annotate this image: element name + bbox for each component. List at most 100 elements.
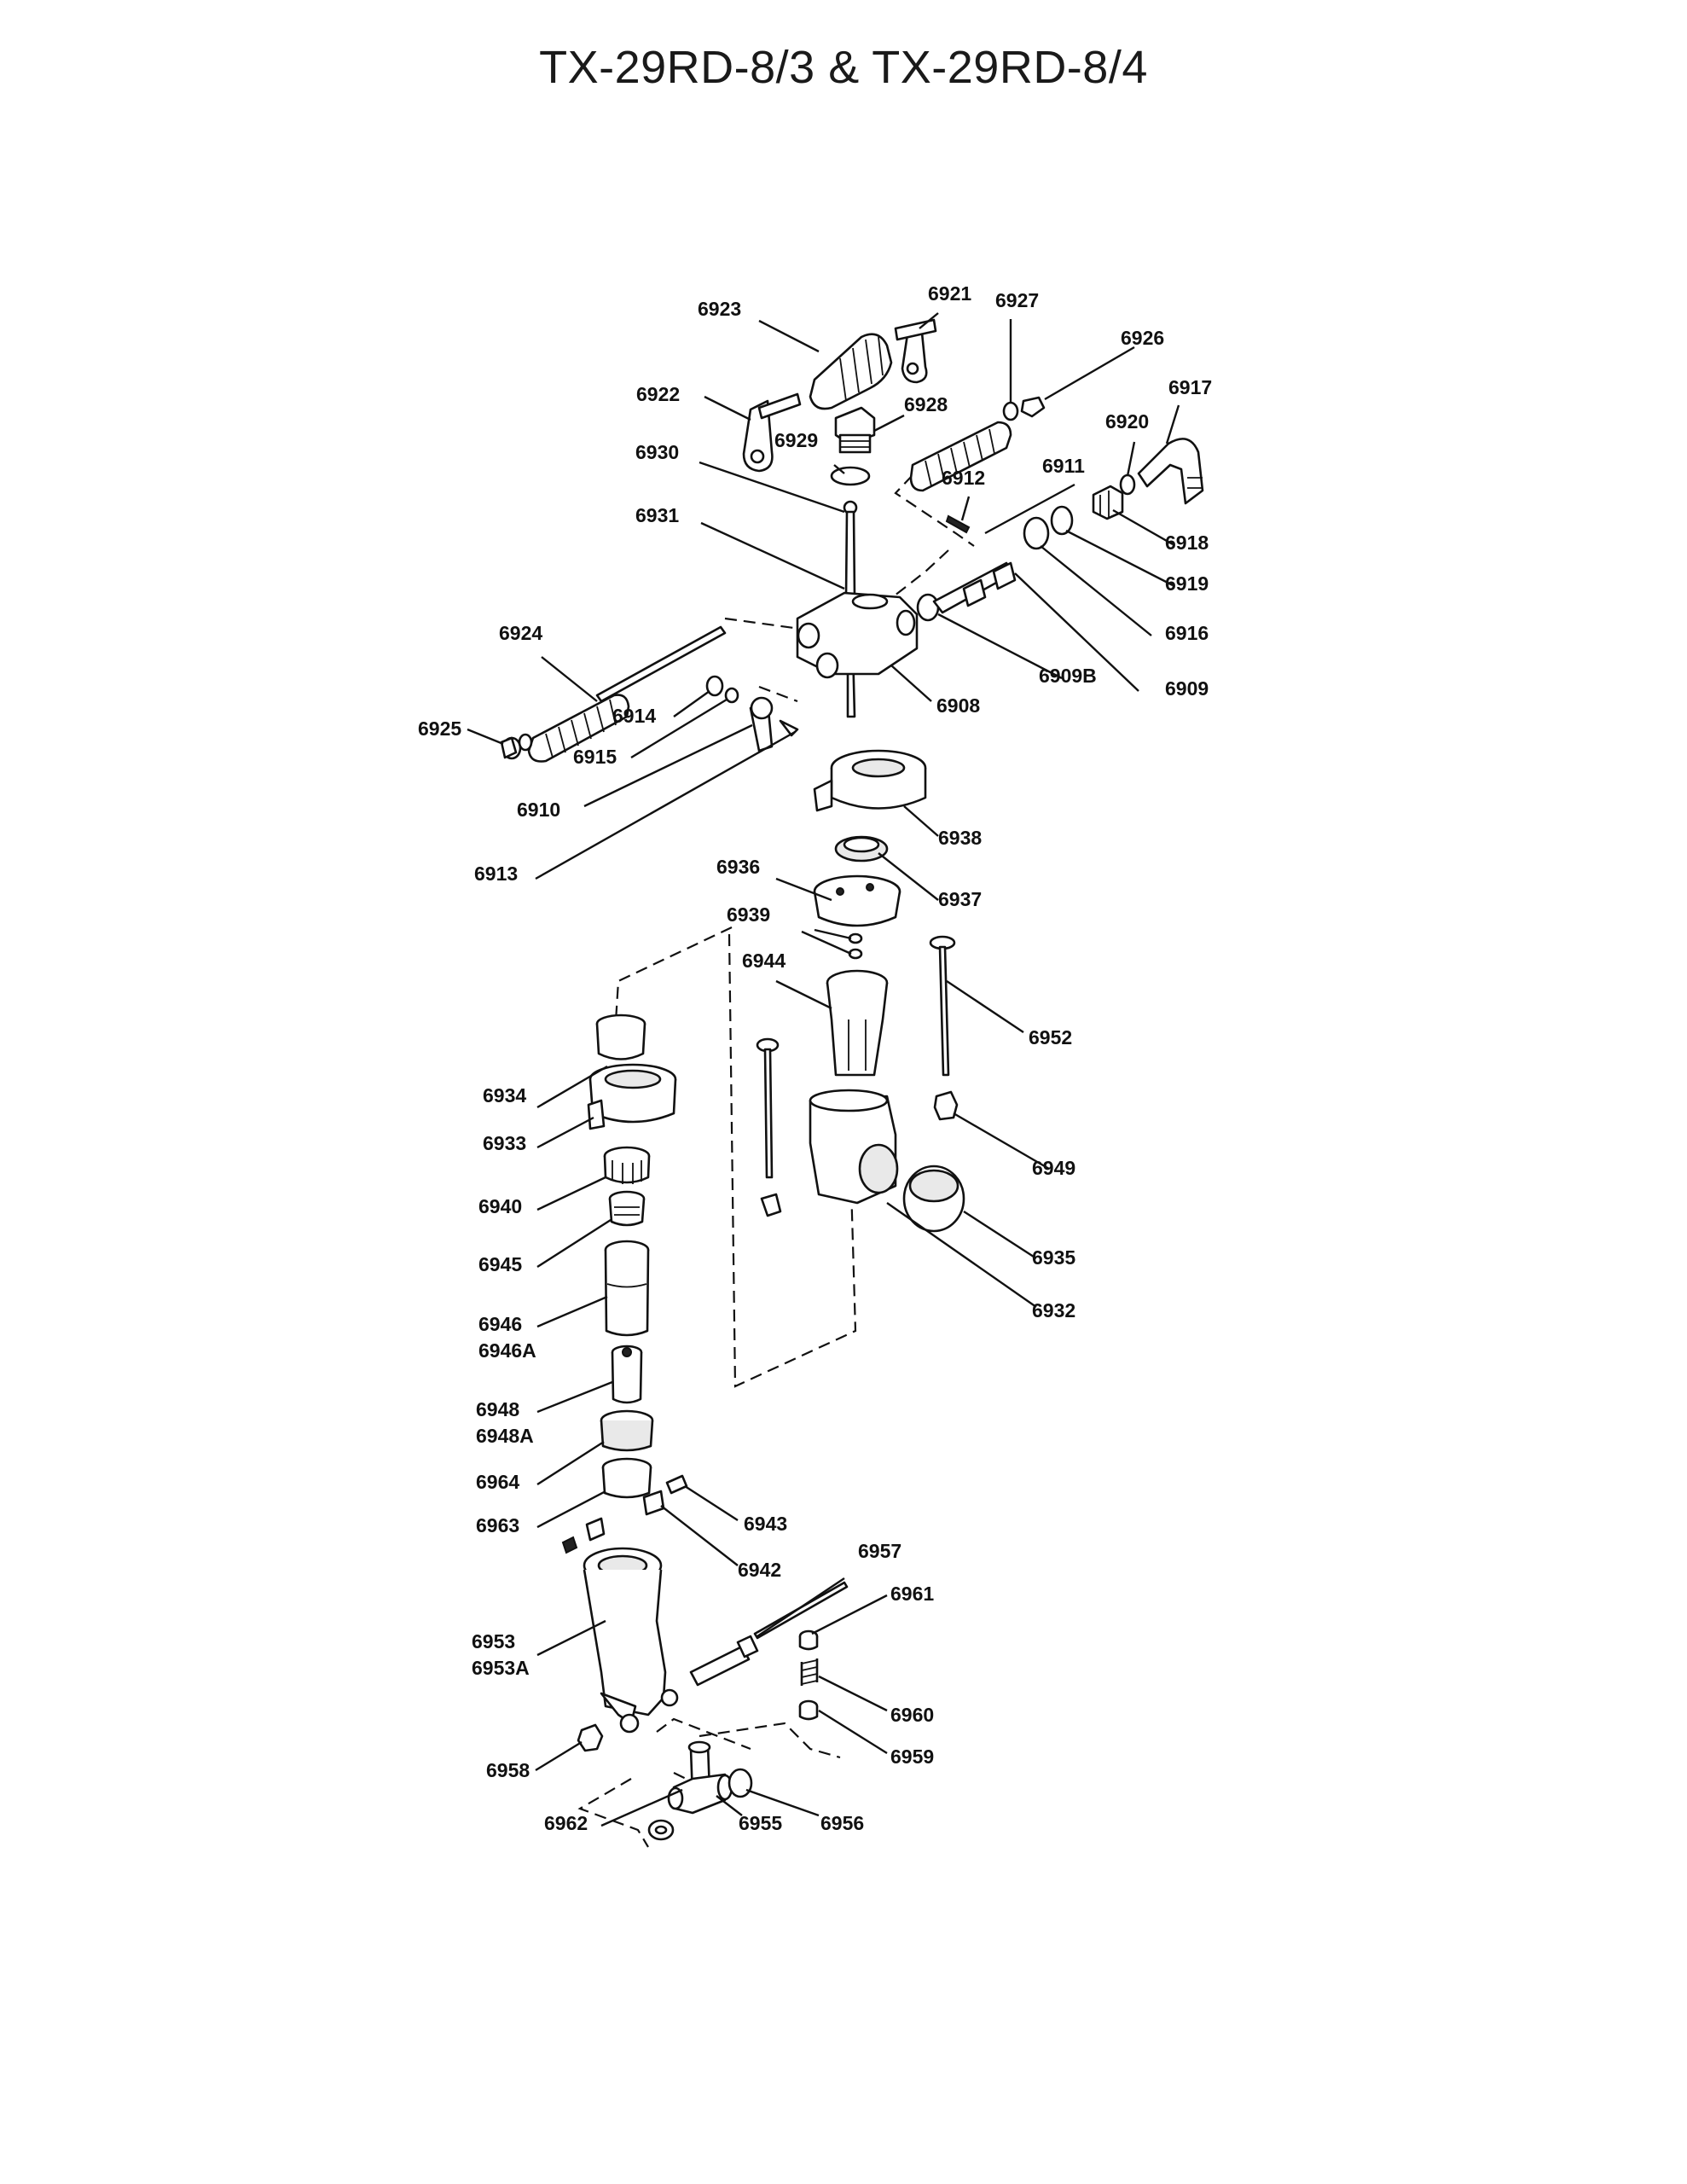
part-label-6915: 6915 (573, 746, 617, 768)
part-label-6931: 6931 (635, 504, 679, 526)
o-ring-6920-drawing (1119, 473, 1136, 496)
tee-fitting-6955-drawing (667, 1740, 733, 1815)
part-label-6957: 6957 (858, 1540, 901, 1562)
bushing-6945-drawing (608, 1190, 646, 1227)
part-label-6962: 6962 (544, 1812, 588, 1834)
elbow-fitting-drawing (1137, 438, 1204, 505)
part-label-6925: 6925 (418, 717, 461, 740)
handle-lever-right-drawing (894, 318, 937, 384)
plug-6959-drawing (798, 1699, 819, 1721)
assembly-guide-lines (577, 474, 975, 1848)
part-number-labels: 6923 6921 6927 6926 6917 6922 6928 6920 … (418, 282, 1212, 1834)
part-label-6913: 6913 (474, 863, 518, 885)
part-label-6934: 6934 (483, 1084, 526, 1107)
screw-6943-drawing (665, 1474, 688, 1495)
part-label-6937: 6937 (938, 888, 982, 910)
diagram-title: TX-29RD-8/3 & TX-29RD-8/4 (539, 42, 1148, 93)
nut-6926-drawing (1020, 396, 1046, 418)
part-label-6935: 6935 (1032, 1246, 1075, 1269)
leader-lines (467, 312, 1180, 1827)
part-label-6939: 6939 (727, 903, 770, 926)
part-label-6940: 6940 (478, 1195, 522, 1217)
part-label-6918: 6918 (1165, 531, 1209, 554)
part-label-6927: 6927 (995, 289, 1039, 311)
part-label-6911: 6911 (1042, 455, 1085, 477)
washer-6929-drawing (830, 466, 871, 486)
o-ring-6939a-drawing (848, 932, 863, 944)
part-label-6946A: 6946A (478, 1339, 536, 1362)
part-label-6932: 6932 (1032, 1299, 1075, 1321)
part-label-6944: 6944 (742, 950, 786, 972)
knurled-nut-6940-drawing (603, 1146, 651, 1184)
part-drawings (500, 318, 1204, 1841)
nut-6914-drawing (705, 675, 724, 697)
part-label-6959: 6959 (890, 1745, 934, 1768)
part-label-6949: 6949 (1032, 1157, 1075, 1179)
set-screw-left-drawing (561, 1536, 578, 1554)
gasket-6937-drawing (834, 835, 889, 863)
part-label-6952: 6952 (1029, 1026, 1072, 1048)
valve-stem-6957-drawing (689, 1581, 849, 1687)
top-cap-6938-drawing (813, 749, 927, 812)
part-label-6948A: 6948A (476, 1425, 534, 1447)
nut-6949-drawing (933, 1090, 959, 1121)
part-label-6924: 6924 (499, 622, 542, 644)
part-label-6938: 6938 (938, 827, 982, 849)
part-label-6953: 6953 (472, 1630, 515, 1653)
hand-lever-rod-drawing (527, 625, 727, 763)
part-label-6909B: 6909B (1039, 665, 1097, 687)
washer-6915-drawing (724, 687, 739, 704)
part-label-6926: 6926 (1121, 327, 1164, 349)
handle-lever-left-drawing (742, 392, 802, 473)
part-label-6953A: 6953A (472, 1657, 530, 1679)
part-label-6945: 6945 (478, 1253, 522, 1275)
ring-6963-drawing (601, 1457, 652, 1499)
o-ring-6939b-drawing (848, 948, 863, 960)
part-label-6960: 6960 (890, 1704, 934, 1726)
grip-sleeve-drawing (809, 333, 893, 410)
plug-6928-drawing (834, 406, 876, 454)
part-label-6921: 6921 (928, 282, 971, 305)
part-label-6909: 6909 (1165, 677, 1209, 700)
part-label-6920: 6920 (1105, 410, 1149, 433)
nut-6919-drawing (1050, 505, 1074, 536)
washer-6956-drawing (728, 1768, 753, 1798)
bushing-6916-drawing (1023, 516, 1050, 550)
part-label-6936: 6936 (716, 856, 760, 878)
part-label-6961: 6961 (890, 1583, 934, 1605)
part-label-6942: 6942 (738, 1559, 781, 1581)
end-bolt-6925-drawing (500, 733, 533, 760)
part-label-6933: 6933 (483, 1132, 526, 1154)
lever-6910-drawing (749, 696, 799, 752)
end-cap-6935-drawing (902, 1165, 965, 1233)
sleeve-6944-drawing (826, 969, 889, 1077)
part-label-6943: 6943 (744, 1513, 787, 1535)
part-label-6916: 6916 (1165, 622, 1209, 644)
long-bolt-6952-drawing (929, 935, 956, 1077)
part-label-6955: 6955 (739, 1812, 782, 1834)
sleeve-6946-drawing (604, 1240, 650, 1337)
cup-6934-drawing (595, 1014, 646, 1060)
part-label-6922: 6922 (636, 383, 680, 405)
spring-6960-drawing (800, 1658, 819, 1686)
part-label-6914: 6914 (612, 705, 656, 727)
ring-6964-drawing (600, 1409, 654, 1452)
spring-6948-drawing (611, 1345, 643, 1404)
cylinder-head-6933-drawing (587, 1063, 677, 1130)
throttle-grip-drawing (909, 421, 1012, 492)
cylinder-housing-6932-drawing (809, 1089, 899, 1205)
part-label-6963: 6963 (476, 1514, 519, 1536)
spool-valve-drawing (916, 561, 1017, 622)
part-label-6919: 6919 (1165, 572, 1209, 595)
part-label-6923: 6923 (698, 298, 741, 320)
nut-6958-drawing (577, 1723, 604, 1752)
cap-6961-drawing (798, 1629, 819, 1651)
valve-body-drawing (796, 591, 919, 679)
part-label-6958: 6958 (486, 1759, 530, 1781)
part-label-6964: 6964 (476, 1471, 519, 1493)
part-label-6910: 6910 (517, 799, 560, 821)
clip-left-drawing (585, 1517, 606, 1542)
pin-6912-drawing (945, 514, 971, 534)
part-label-6928: 6928 (904, 393, 948, 415)
